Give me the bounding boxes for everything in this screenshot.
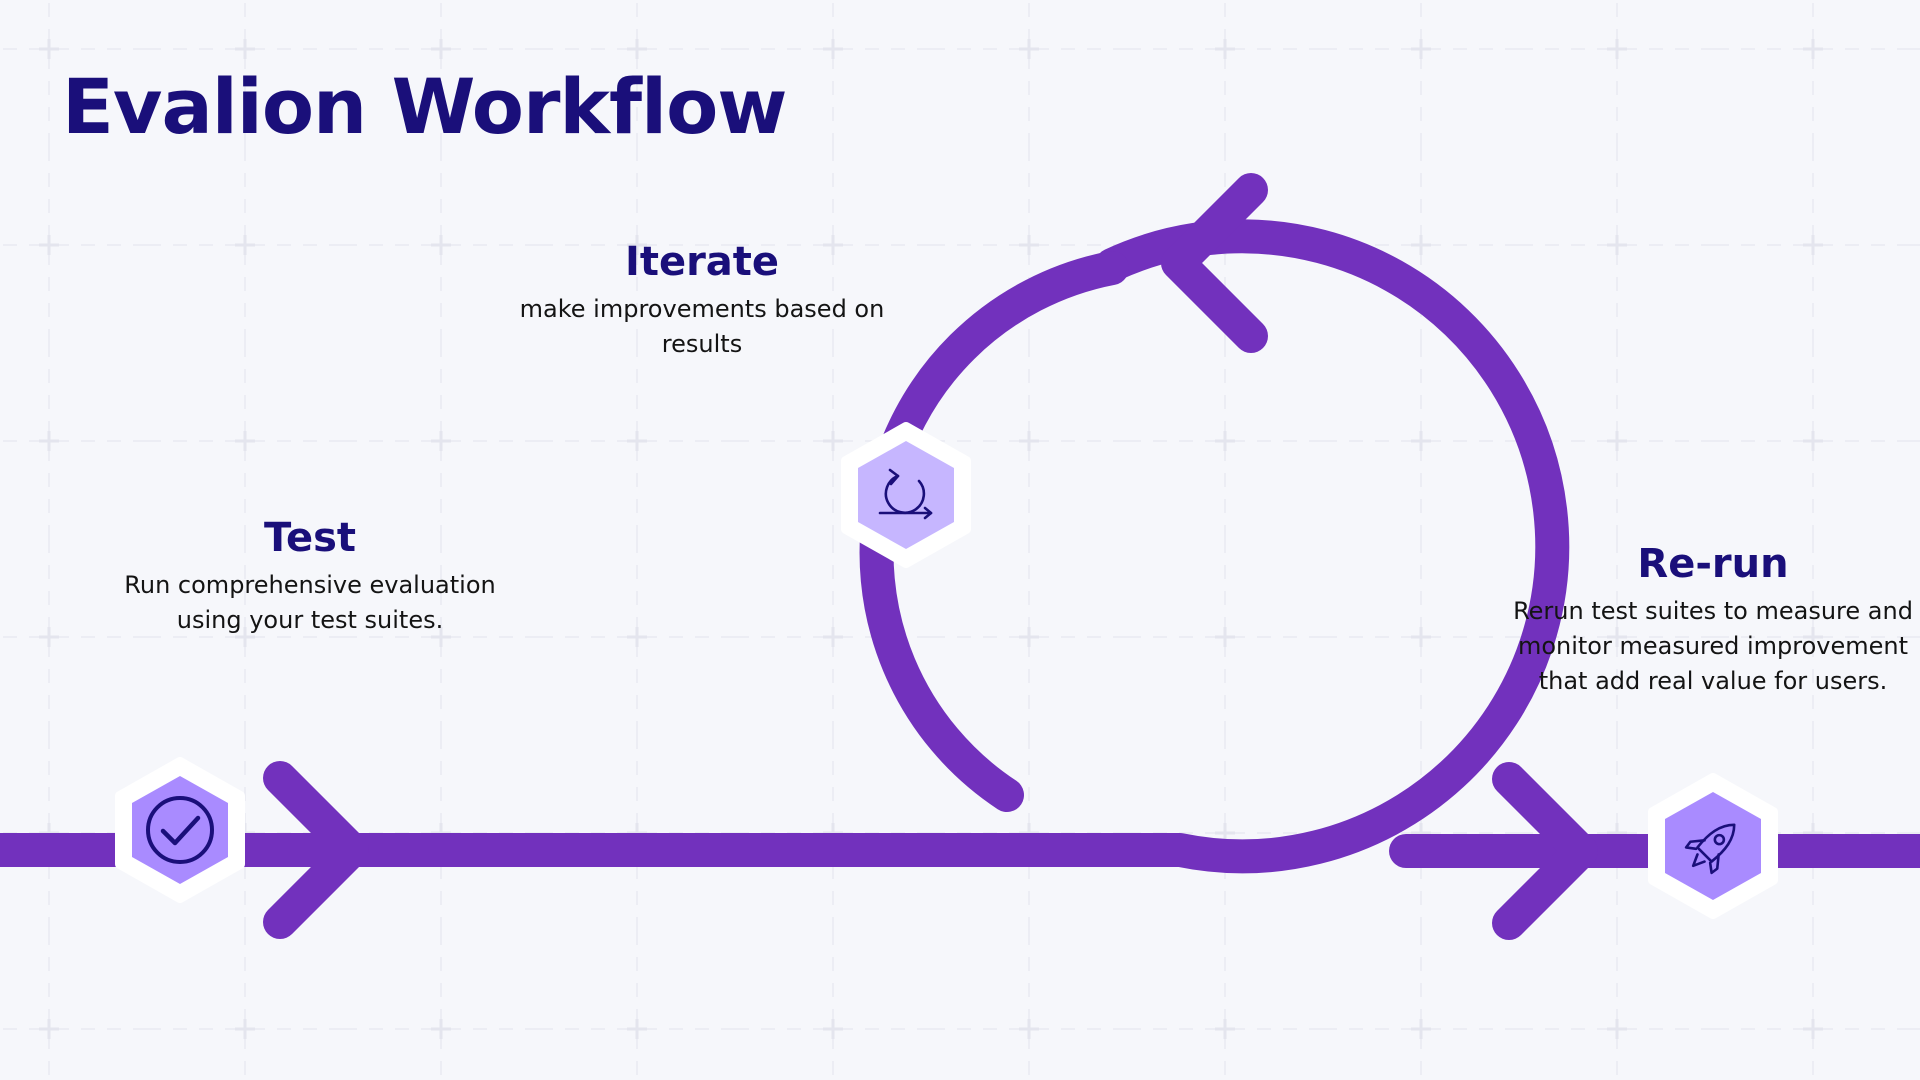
step-title-test: Test [263, 515, 357, 561]
step-description-test: Run comprehensive evaluation using your … [124, 571, 496, 634]
step-title-iterate: Iterate [624, 239, 780, 285]
hex-badge-test [115, 757, 245, 903]
arrow-head-rerun [1492, 762, 1598, 940]
hex-badge-rerun [1648, 773, 1778, 919]
step-description-iterate: make improvements based on results [519, 295, 885, 358]
step-description-rerun: Rerun test suites to measure and monitor… [1513, 597, 1913, 695]
step-iterate: Iterate make improvements based on resul… [502, 238, 902, 362]
check-circle-icon [146, 796, 214, 864]
hex-badge-iterate [841, 422, 971, 568]
step-test: Test Run comprehensive evaluation using … [110, 514, 510, 638]
arrow-head-loop [1161, 173, 1268, 353]
step-title-rerun: Re-run [1637, 541, 1789, 587]
iterate-loop-icon [878, 468, 933, 520]
arrow-head-test [263, 761, 369, 939]
flow-line-main [0, 219, 1570, 874]
page-title: Evalion Workflow [62, 62, 788, 151]
step-rerun: Re-run Rerun test suites to measure and … [1508, 540, 1918, 699]
rocket-icon [1684, 823, 1736, 875]
